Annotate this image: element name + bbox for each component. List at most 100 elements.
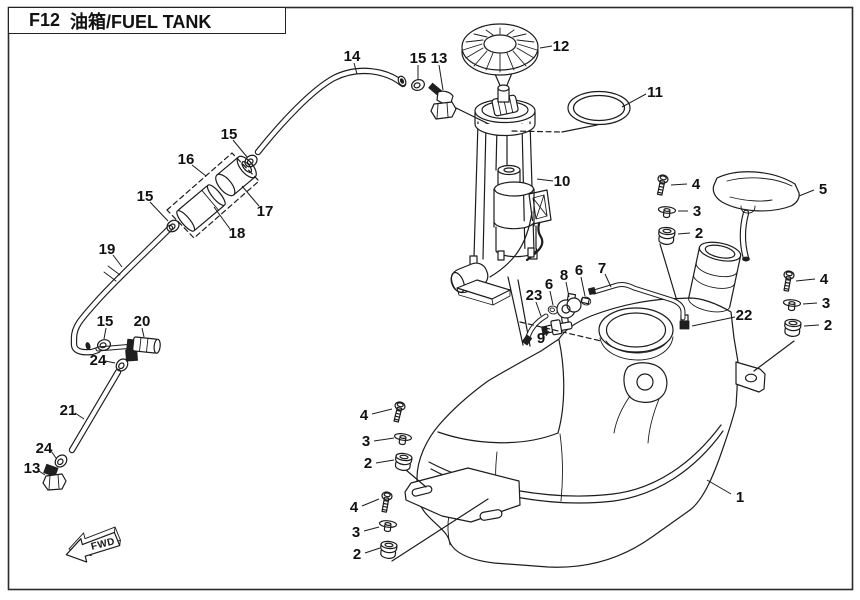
leader-line-22 [691, 316, 736, 327]
title-box: F12 油箱/FUEL TANK [8, 7, 286, 34]
leader-line-4 [795, 278, 816, 282]
leader-line-23 [535, 301, 542, 317]
fuel-pump-assembly [450, 84, 552, 306]
leader-line-9 [545, 330, 550, 337]
leader-line-19 [112, 254, 123, 268]
callout-9: 9 [537, 330, 545, 347]
leader-line-24 [104, 360, 116, 364]
leader-line-4 [670, 183, 688, 186]
clamp-24-bottom [52, 452, 70, 470]
fuel-pump-cap-12 [461, 23, 539, 76]
leader-line-20 [141, 327, 145, 338]
leader-line-1 [706, 479, 732, 495]
filter-box-16 [166, 152, 260, 239]
leader-line-11 [621, 93, 647, 108]
callout-15: 15 [221, 126, 238, 143]
leader-line-2 [364, 547, 381, 554]
callout-1: 1 [736, 489, 744, 506]
page-border [7, 6, 854, 591]
callout-6: 6 [545, 276, 553, 293]
fuel-hose-19 [70, 224, 174, 356]
leader-line-16 [191, 164, 207, 177]
leader-line-12 [539, 45, 553, 49]
callout-24: 24 [36, 440, 53, 457]
tank-flange-left [404, 467, 521, 523]
figure-title: 油箱/FUEL TANK [70, 11, 212, 32]
leader-line-2 [803, 324, 820, 327]
leader-line-10 [536, 178, 554, 182]
callout-3: 3 [693, 203, 701, 220]
callout-2: 2 [364, 455, 372, 472]
callout-22: 22 [736, 307, 753, 324]
leader-line-4 [371, 408, 393, 415]
leader-line-4 [361, 498, 380, 507]
callout-24: 24 [90, 352, 107, 369]
callout-20: 20 [134, 313, 151, 330]
leader-line-17 [241, 185, 260, 207]
fuel-tank [404, 241, 766, 568]
fitting-20 [125, 336, 161, 362]
pump-opening-ring [598, 307, 674, 361]
hardware-set-c [390, 400, 414, 472]
callout-21: 21 [60, 402, 77, 419]
callout-13: 13 [24, 460, 41, 477]
leader-line-15 [232, 139, 248, 158]
callout-11: 11 [647, 84, 663, 101]
pump-bracket [456, 279, 511, 306]
vent-hose-23 [521, 313, 549, 346]
figure-code: F12 [29, 10, 61, 30]
hardware-set-b [780, 269, 802, 338]
callout-16: 16 [178, 151, 195, 168]
leader-line-13 [38, 470, 46, 476]
callout-2: 2 [353, 546, 361, 563]
callout-15: 15 [137, 188, 154, 205]
callout-12: 12 [553, 38, 570, 55]
construction-lines [166, 130, 602, 342]
callout-10: 10 [554, 173, 571, 190]
handle-recess [613, 362, 668, 444]
leader-line-2 [375, 459, 395, 464]
leader-line-24 [50, 450, 57, 459]
leader-line-6 [580, 276, 586, 297]
filler-neck [688, 241, 742, 313]
fuel-hose-14 [254, 67, 407, 156]
leader-line-21 [74, 412, 85, 420]
callout-18: 18 [229, 225, 246, 242]
leader-line-7 [604, 273, 612, 288]
callout-3: 3 [352, 524, 360, 541]
leader-line-13 [438, 64, 444, 91]
callout-3: 3 [362, 433, 370, 450]
vent-hose-7 [587, 282, 686, 321]
leader-line-14 [353, 62, 358, 75]
fwd-arrow: FWD [65, 526, 121, 563]
filler-cover-5 [712, 171, 800, 262]
callout-7: 7 [598, 260, 606, 277]
callout-14: 14 [344, 48, 361, 65]
leader-line-2 [677, 232, 691, 235]
callout-2: 2 [824, 317, 832, 334]
diagram-art: FWD [42, 23, 802, 568]
callout-4: 4 [692, 176, 701, 193]
callout-8: 8 [560, 267, 568, 284]
callout-17: 17 [257, 203, 274, 220]
leader-line-15 [149, 201, 169, 222]
leader-line-8 [565, 281, 570, 298]
leader-line-3 [363, 526, 380, 532]
callout-6: 6 [575, 262, 583, 279]
tank-flange-right [735, 361, 766, 393]
callout-23: 23 [526, 287, 543, 304]
callout-4: 4 [360, 407, 369, 424]
callout-13: 13 [431, 50, 448, 67]
callout-19: 19 [99, 241, 116, 258]
leader-line-18 [213, 206, 231, 230]
fuel-filter-18 [176, 184, 226, 232]
leader-line-3 [373, 437, 395, 442]
hardware-set-d [378, 490, 398, 560]
float-arm [489, 211, 533, 278]
leader-line-5 [798, 189, 815, 197]
fitting-13-bottom [42, 463, 67, 491]
nut-15-top [409, 77, 427, 93]
